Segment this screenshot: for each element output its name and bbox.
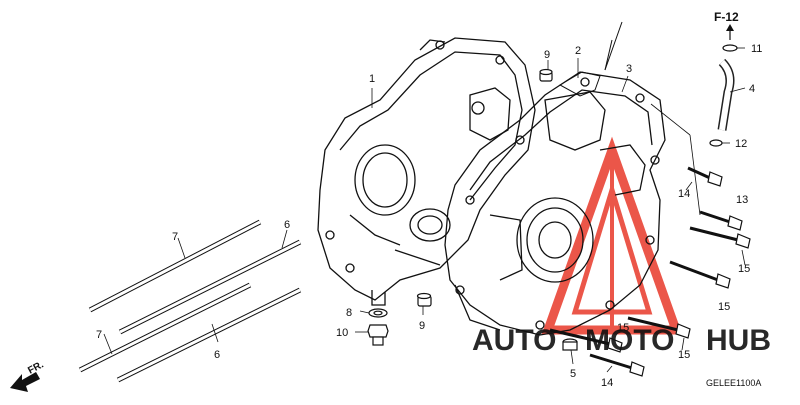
callout-9-upper: 9 bbox=[544, 49, 550, 61]
callout-8: 8 bbox=[346, 307, 352, 319]
watermark-word-hub: HUB bbox=[706, 324, 771, 357]
crankcase-gasket bbox=[558, 21, 623, 97]
right-crankcase-half bbox=[444, 71, 666, 336]
callout-9-lower: 9 bbox=[419, 320, 425, 332]
callout-7-lower: 7 bbox=[96, 329, 102, 341]
left-crankcase-half bbox=[317, 37, 536, 306]
front-indicator-label: FR. bbox=[26, 359, 46, 376]
dowel-pin-upper bbox=[539, 68, 553, 82]
flange-bolts bbox=[549, 166, 751, 377]
callout-1: 1 bbox=[369, 73, 375, 85]
drawing-code: GELEE1100A bbox=[706, 378, 761, 388]
flange-bolt-14-upper bbox=[699, 210, 743, 231]
stud-bolt-7-lower bbox=[78, 282, 252, 373]
watermark-word-auto: AUTO bbox=[472, 324, 556, 357]
callout-14-upper: 14 bbox=[678, 188, 690, 200]
flange-bolt-15-a bbox=[689, 226, 751, 249]
stud-bolt-6-lower bbox=[116, 287, 302, 383]
callout-5: 5 bbox=[570, 368, 576, 380]
section-ref-label: F-12 bbox=[714, 10, 739, 24]
callout-labels: 1 2 3 4 5 6 6 7 7 8 9 9 10 11 12 13 14 1… bbox=[96, 43, 762, 389]
flange-bolt-14-lower bbox=[589, 353, 645, 377]
stud-bolt-6-upper bbox=[118, 239, 302, 335]
drain-bolt bbox=[367, 324, 389, 346]
flange-bolt-15-c bbox=[627, 316, 691, 339]
stud-bolt-7-upper bbox=[88, 219, 262, 313]
dowel-pin-lower bbox=[416, 292, 432, 307]
arrow-up-icon bbox=[726, 24, 734, 40]
callout-13: 13 bbox=[736, 194, 748, 206]
callout-15-c: 15 bbox=[617, 322, 629, 334]
watermark-word-moto: MOTO bbox=[585, 324, 674, 357]
callout-6-lower: 6 bbox=[214, 349, 220, 361]
callout-11: 11 bbox=[751, 43, 762, 55]
callout-14-lower: 14 bbox=[601, 377, 613, 389]
watermark-logo bbox=[541, 136, 683, 335]
front-arrow-icon bbox=[10, 372, 40, 392]
flange-bolt-15-d bbox=[549, 328, 623, 353]
callout-4: 4 bbox=[749, 83, 755, 95]
callout-7-upper: 7 bbox=[172, 231, 178, 243]
collar-5 bbox=[562, 338, 578, 351]
flange-bolt-15-b bbox=[669, 260, 731, 289]
callout-15-a: 15 bbox=[738, 263, 750, 275]
breather-tube bbox=[709, 44, 738, 147]
callout-12: 12 bbox=[735, 138, 747, 150]
callout-10: 10 bbox=[336, 327, 348, 339]
sealing-washer bbox=[368, 308, 388, 318]
callout-3: 3 bbox=[626, 63, 632, 75]
flange-bolt-13 bbox=[687, 166, 723, 187]
watermark-text: AUTO MOTO HUB bbox=[472, 324, 771, 357]
callout-2: 2 bbox=[575, 45, 581, 57]
callout-6-upper: 6 bbox=[284, 219, 290, 231]
callout-15-b: 15 bbox=[718, 301, 730, 313]
callout-15-d: 15 bbox=[678, 349, 690, 361]
leader-lines bbox=[103, 47, 746, 373]
stud-bolts bbox=[78, 219, 302, 383]
